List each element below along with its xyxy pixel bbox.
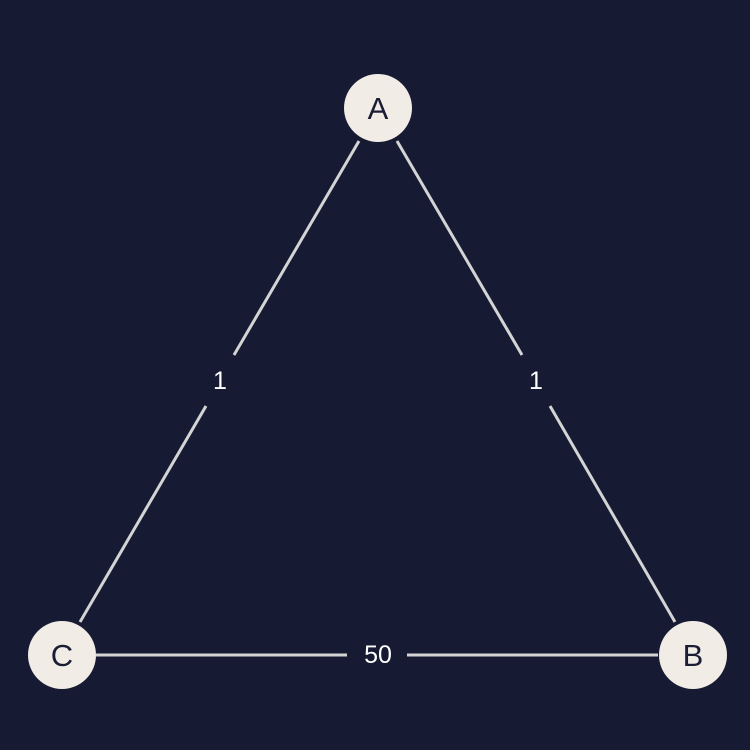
edge-c-a-segment-1 (78, 405, 208, 623)
node-a-circle (344, 74, 412, 142)
edge-c-a-segment-2 (232, 140, 361, 356)
edge-label-c-a: 1 (213, 367, 227, 395)
node-b: B (659, 621, 727, 689)
node-b-label: B (683, 638, 704, 673)
node-c-circle (28, 621, 96, 689)
edge-a-b-segment-1 (395, 140, 524, 356)
node-a: A (344, 74, 412, 142)
edges-layer: 1 1 50 (78, 140, 677, 669)
edge-label-c-b: 50 (364, 641, 392, 669)
edge-a-b-segment-2 (548, 405, 677, 623)
nodes-layer: A B C (28, 74, 727, 689)
node-a-label: A (368, 91, 389, 126)
edge-label-a-b: 1 (529, 367, 543, 395)
node-c-label: C (51, 638, 73, 673)
node-c: C (28, 621, 96, 689)
node-b-circle (659, 621, 727, 689)
